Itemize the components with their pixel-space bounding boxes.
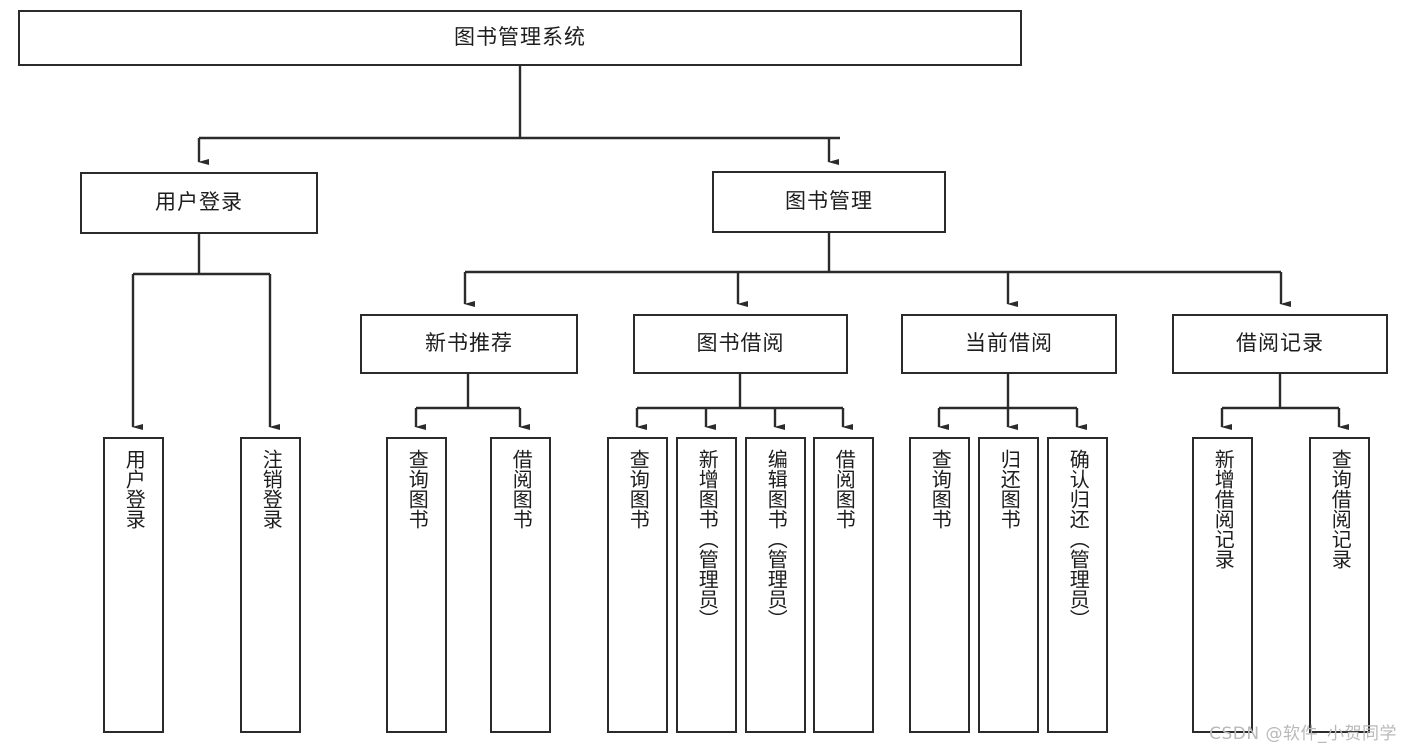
- leaf-query-book-1[interactable]: 查询图书: [386, 437, 447, 733]
- node-user-login-label: 用户登录: [155, 190, 243, 215]
- leaf-user-login[interactable]: 用户登录: [103, 437, 164, 733]
- leaf-query-book-2-label: 查询图书: [626, 449, 651, 529]
- leaf-confirm-return[interactable]: 确认归还（管理员）: [1047, 437, 1108, 733]
- leaf-query-book-3-label: 查询图书: [928, 449, 953, 529]
- node-borrow-record-label: 借阅记录: [1236, 331, 1324, 356]
- node-new-book-rec[interactable]: 新书推荐: [360, 314, 578, 374]
- node-book-borrow[interactable]: 图书借阅: [633, 314, 848, 374]
- leaf-add-book[interactable]: 新增图书（管理员）: [676, 437, 737, 733]
- leaf-add-record[interactable]: 新增借阅记录: [1192, 437, 1253, 733]
- leaf-query-book-3[interactable]: 查询图书: [909, 437, 970, 733]
- leaf-query-book-2[interactable]: 查询图书: [607, 437, 668, 733]
- leaf-logout-label: 注销登录: [259, 449, 284, 529]
- leaf-borrow-book-2[interactable]: 借阅图书: [813, 437, 874, 733]
- leaf-query-record-label: 查询借阅记录: [1328, 449, 1353, 569]
- leaf-edit-book-label: 编辑图书（管理员）: [764, 449, 789, 629]
- node-current-borrow[interactable]: 当前借阅: [901, 314, 1117, 374]
- leaf-borrow-book-2-label: 借阅图书: [832, 449, 857, 529]
- leaf-confirm-return-label: 确认归还（管理员）: [1066, 449, 1091, 629]
- leaf-return-book[interactable]: 归还图书: [978, 437, 1039, 733]
- node-borrow-record[interactable]: 借阅记录: [1172, 314, 1388, 374]
- node-new-book-rec-label: 新书推荐: [425, 331, 513, 356]
- node-book-manage[interactable]: 图书管理: [712, 171, 946, 233]
- leaf-add-book-label: 新增图书（管理员）: [695, 449, 720, 629]
- leaf-edit-book[interactable]: 编辑图书（管理员）: [745, 437, 806, 733]
- node-current-borrow-label: 当前借阅: [965, 331, 1053, 356]
- leaf-query-book-1-label: 查询图书: [405, 449, 430, 529]
- node-book-borrow-label: 图书借阅: [696, 331, 785, 356]
- csdn-watermark: CSDN @软件_小贺同学: [1209, 724, 1397, 744]
- node-user-login[interactable]: 用户登录: [80, 172, 318, 234]
- leaf-borrow-book-1[interactable]: 借阅图书: [490, 437, 551, 733]
- node-book-manage-label: 图书管理: [785, 189, 873, 214]
- node-root[interactable]: 图书管理系统: [18, 10, 1022, 66]
- leaf-borrow-book-1-label: 借阅图书: [509, 449, 534, 529]
- leaf-add-record-label: 新增借阅记录: [1211, 449, 1236, 569]
- node-root-label: 图书管理系统: [454, 25, 586, 50]
- leaf-logout[interactable]: 注销登录: [240, 437, 301, 733]
- leaf-user-login-label: 用户登录: [122, 449, 147, 529]
- leaf-query-record[interactable]: 查询借阅记录: [1309, 437, 1370, 733]
- leaf-return-book-label: 归还图书: [997, 449, 1022, 529]
